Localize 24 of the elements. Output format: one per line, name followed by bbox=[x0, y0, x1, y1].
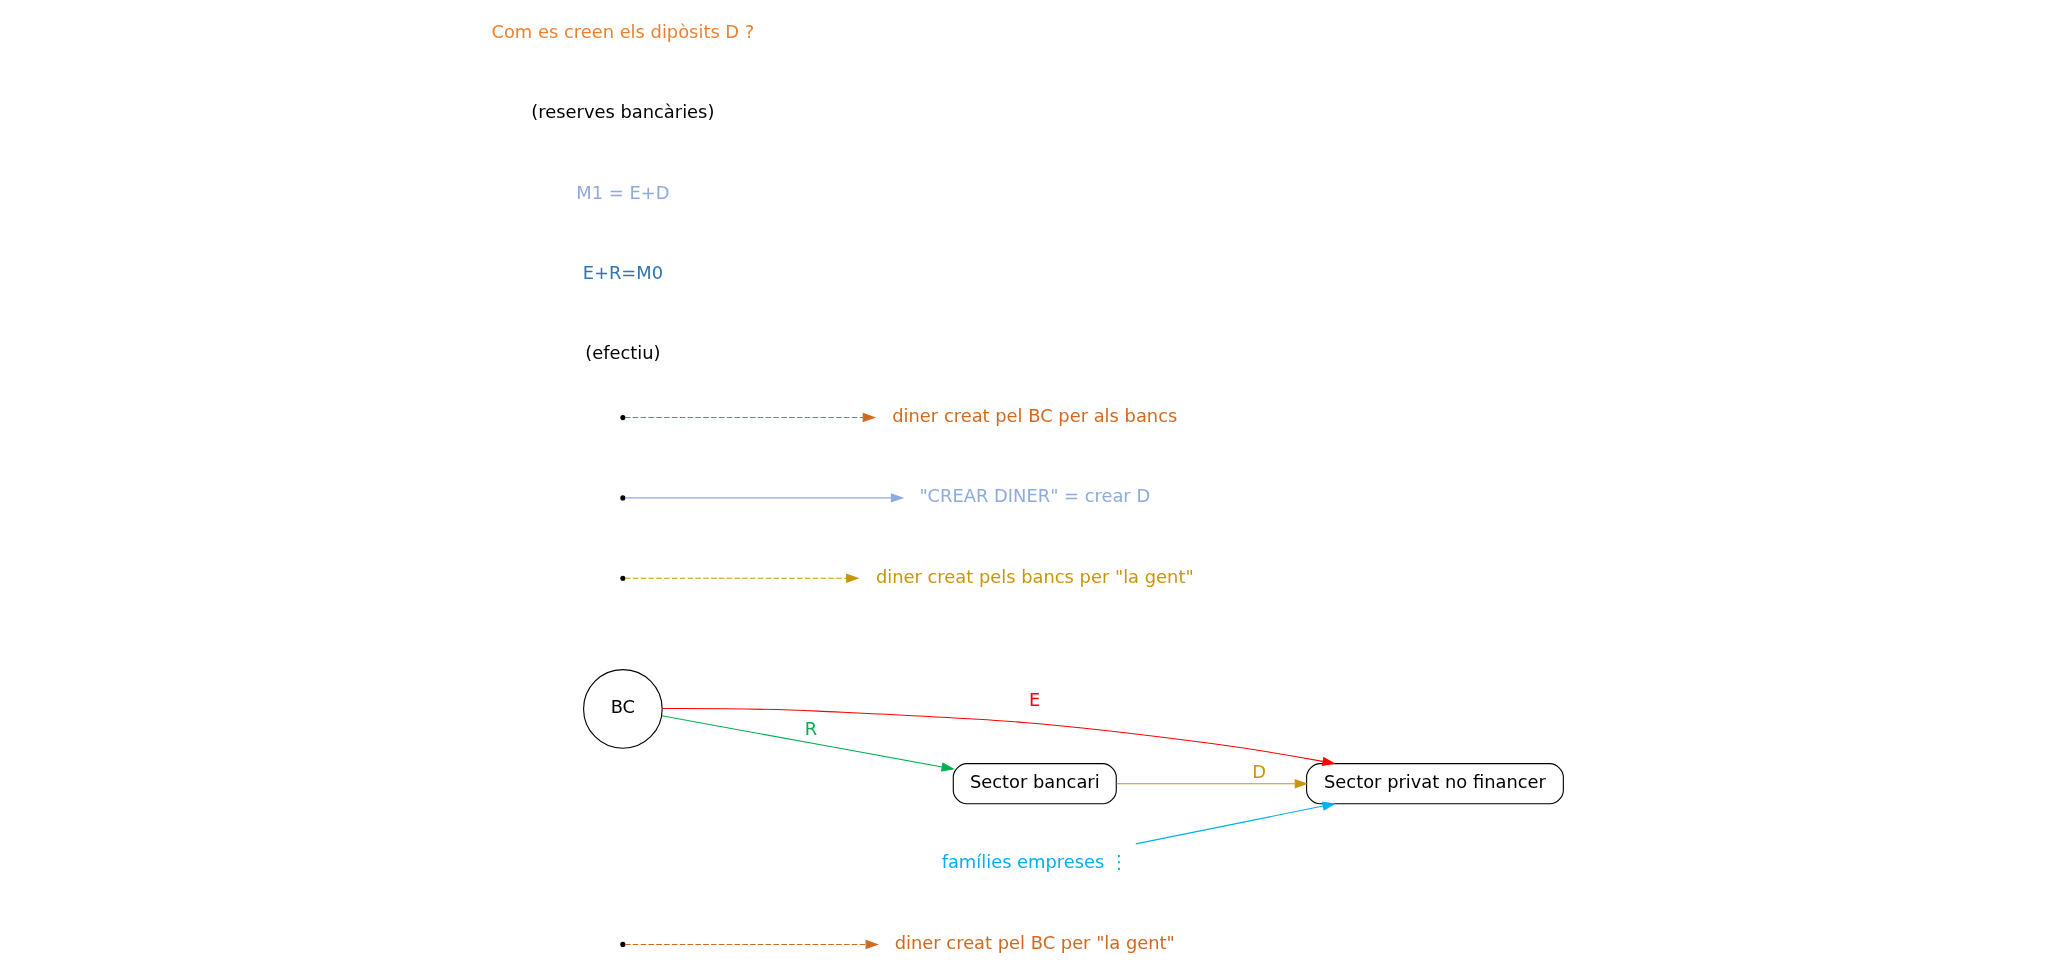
label: (reserves bancàries) bbox=[531, 100, 715, 122]
arrow bbox=[624, 573, 860, 583]
label: E+R=M0 bbox=[582, 261, 664, 283]
arrow bbox=[662, 707, 1336, 766]
arrow bbox=[1115, 778, 1309, 788]
node-text: famílies empreses ⋮ bbox=[941, 850, 1128, 872]
arrow bbox=[1135, 801, 1336, 844]
node-box: Sector privat no financer bbox=[1306, 762, 1564, 804]
node-box: Sector bancari bbox=[952, 762, 1117, 804]
node-text: "CREAR DINER" = crear D bbox=[919, 484, 1151, 506]
arrow bbox=[661, 714, 955, 772]
node-circle: BC bbox=[583, 668, 663, 749]
node-text: diner creat pel BC per "la gent" bbox=[894, 931, 1175, 953]
edge-label: E bbox=[1029, 688, 1041, 710]
arrow bbox=[624, 412, 877, 422]
label: M1 = E+D bbox=[576, 181, 670, 203]
arrow bbox=[624, 939, 879, 949]
edge-label: R bbox=[804, 717, 818, 739]
label: (efectiu) bbox=[585, 341, 661, 363]
label: Com es creen els dipòsits D ? bbox=[491, 20, 755, 42]
node-text: diner creat pel BC per als bancs bbox=[892, 404, 1178, 426]
arrow bbox=[624, 492, 905, 503]
edge-label: D bbox=[1252, 760, 1267, 782]
node-text: diner creat pels bancs per "la gent" bbox=[875, 565, 1194, 587]
